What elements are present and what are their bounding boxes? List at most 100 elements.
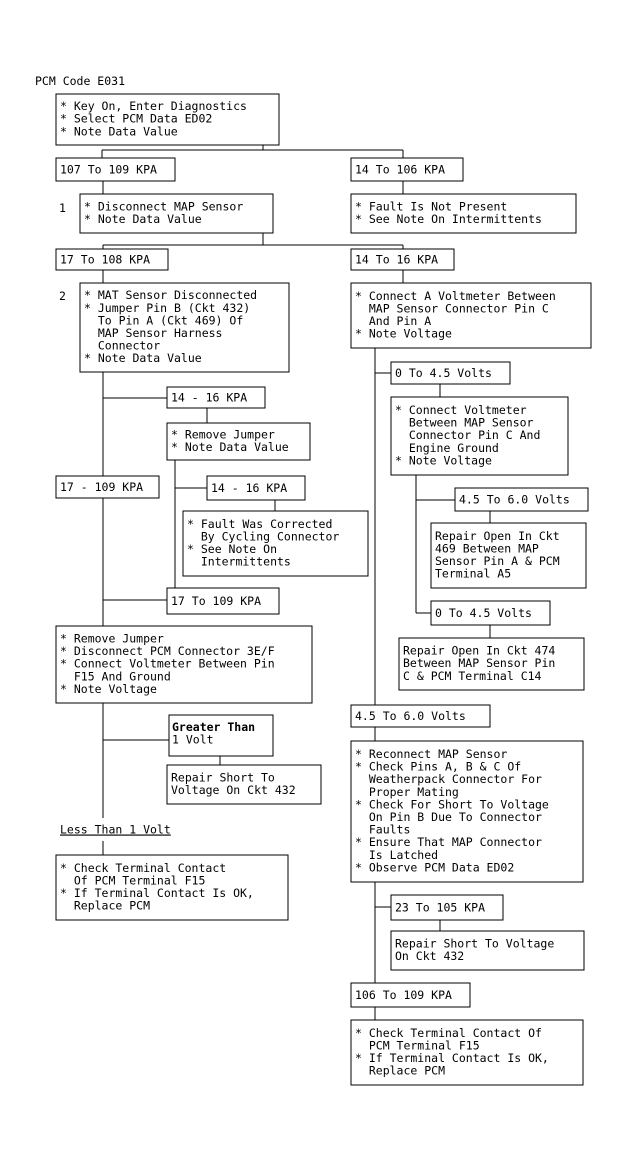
box-text-line: And Pin A <box>355 314 431 328</box>
box-border <box>206 475 306 501</box>
box-border <box>55 93 280 146</box>
box-text-line: Greater Than <box>172 720 255 734</box>
box-border <box>430 600 551 626</box>
box-text-line: Weatherpack Connector For <box>355 772 542 786</box>
box-r14-16-a: 14 To 16 KPA <box>350 248 455 271</box>
box-text-line: Replace PCM <box>60 899 150 913</box>
box-border <box>350 248 455 271</box>
box-text-line: PCM Terminal F15 <box>355 1038 480 1052</box>
box-border <box>430 522 587 589</box>
box-r17-108: 17 To 108 KPA <box>55 248 169 271</box>
box-border <box>55 854 289 921</box>
box-border <box>166 386 266 409</box>
box-text-line: On Pin B Due To Connector <box>355 810 542 824</box>
box-text-line: * Note Data Value <box>171 440 289 454</box>
box-border <box>350 982 471 1008</box>
box-text-line: 0 To 4.5 Volts <box>395 366 492 380</box>
box-text-line: * Note Voltage <box>395 453 492 467</box>
box-border <box>350 282 592 349</box>
box-text-line: Connector <box>84 339 160 353</box>
box-text-line: 14 To 16 KPA <box>355 253 438 267</box>
box-border <box>79 282 290 373</box>
box-border <box>350 157 464 182</box>
box-text-line: 14 To 106 KPA <box>355 163 445 177</box>
box-text-line: 17 To 108 KPA <box>60 253 150 267</box>
box-r14-106: 14 To 106 KPA <box>350 157 464 182</box>
box-text-line: * Remove Jumper <box>60 632 164 646</box>
box-remove-jumper-disconnect: * Remove Jumper* Disconnect PCM Connecto… <box>55 625 313 704</box>
box-kpa17-109-to: 17 To 109 KPA <box>166 587 280 615</box>
box-text-line: * Connect Voltmeter <box>395 403 527 417</box>
box-text-line: Between MAP Sensor Pin <box>403 656 555 670</box>
box-border <box>454 487 589 512</box>
box-text-line: * Check For Short To Voltage <box>355 797 549 811</box>
box-text-line: On Ckt 432 <box>395 949 464 963</box>
box-text-line: 14 - 16 KPA <box>211 481 287 495</box>
box-v0-45-a: 0 To 4.5 Volts <box>390 361 511 385</box>
box-text-line: * Note Data Value <box>84 212 202 226</box>
box-text-line: 106 To 109 KPA <box>355 988 452 1002</box>
box-text-line: * Disconnect MAP Sensor <box>84 199 243 213</box>
box-less-than: Less Than 1 Volt <box>60 823 171 837</box>
box-border <box>350 1019 584 1086</box>
box-border <box>390 894 504 921</box>
box-border <box>168 714 274 757</box>
box-text-line: * Fault Is Not Present <box>355 199 507 213</box>
box-text-line: 1 Volt <box>172 733 214 747</box>
box-border <box>390 396 569 476</box>
box-text-line: Of PCM Terminal F15 <box>60 873 205 887</box>
box-border <box>182 510 369 577</box>
box-step1: * Disconnect MAP Sensor* Note Data Value <box>79 193 274 234</box>
box-text-line: To Pin A (Ckt 469) Of <box>84 313 243 327</box>
box-text-line: * See Note On <box>187 542 277 556</box>
box-border <box>55 248 169 271</box>
box-text-line: * If Terminal Contact Is OK, <box>355 1051 549 1065</box>
box-border <box>55 475 160 499</box>
box-text-line: Sensor Pin A & PCM <box>435 554 560 568</box>
box-text-line: C & PCM Terminal C14 <box>403 669 542 683</box>
box-r107-109: 107 To 109 KPA <box>55 157 176 182</box>
box-border <box>55 625 313 704</box>
box-text-line: * Jumper Pin B (Ckt 432) <box>84 301 250 315</box>
box-r23-105: 23 To 105 KPA <box>390 894 504 921</box>
flowchart-boxes: * Key On, Enter Diagnostics* Select PCM … <box>55 93 592 1086</box>
box-text-line: Between MAP Sensor <box>395 416 534 430</box>
box-text-line: Is Latched <box>355 848 438 862</box>
box-step2: * MAT Sensor Disconnected* Jumper Pin B … <box>79 282 290 373</box>
box-text-line: 469 Between MAP <box>435 541 539 555</box>
box-border <box>55 157 176 182</box>
box-text-line: * Reconnect MAP Sensor <box>355 747 507 761</box>
box-text-line: * See Note On Intermittents <box>355 212 542 226</box>
box-fault-corrected: * Fault Was Corrected By Cycling Connect… <box>182 510 369 577</box>
box-border <box>390 930 585 971</box>
box-border <box>166 764 322 805</box>
box-kpa17-109-dash: 17 - 109 KPA <box>55 475 160 499</box>
box-text-line: * MAT Sensor Disconnected <box>84 288 257 302</box>
box-text-line: Repair Open In Ckt 474 <box>403 644 555 658</box>
box-v0-45-b: 0 To 4.5 Volts <box>430 600 551 626</box>
box-text-line: * Observe PCM Data ED02 <box>355 860 514 874</box>
box-text-line: Faults <box>355 823 410 837</box>
box-text-line: * Connect A Voltmeter Between <box>355 289 556 303</box>
box-fault-not-present: * Fault Is Not Present* See Note On Inte… <box>350 193 577 234</box>
box-text-line: Terminal A5 <box>435 567 511 581</box>
box-border <box>79 193 274 234</box>
box-text-line: 4.5 To 6.0 Volts <box>355 709 466 723</box>
box-connect-voltmeter-c-a: * Connect A Voltmeter Between MAP Sensor… <box>350 282 592 349</box>
box-kpa14-16-dash-a: 14 - 16 KPA <box>166 386 266 409</box>
box-text-line: Intermittents <box>187 555 291 569</box>
box-kpa14-16-dash-b: 14 - 16 KPA <box>206 475 306 501</box>
box-text-line: Repair Short To <box>171 770 275 784</box>
step-number-2: 2 <box>59 289 66 303</box>
box-text-line: Less Than 1 Volt <box>60 823 171 837</box>
box-reconnect-map: * Reconnect MAP Sensor* Check Pins A, B … <box>350 740 584 883</box>
box-border <box>350 740 584 883</box>
box-border <box>350 704 491 728</box>
box-text-line: 23 To 105 KPA <box>395 901 485 915</box>
box-text-line: MAP Sensor Connector Pin C <box>355 301 549 315</box>
step-number-1: 1 <box>59 201 66 215</box>
box-text-line: * If Terminal Contact Is OK, <box>60 886 254 900</box>
